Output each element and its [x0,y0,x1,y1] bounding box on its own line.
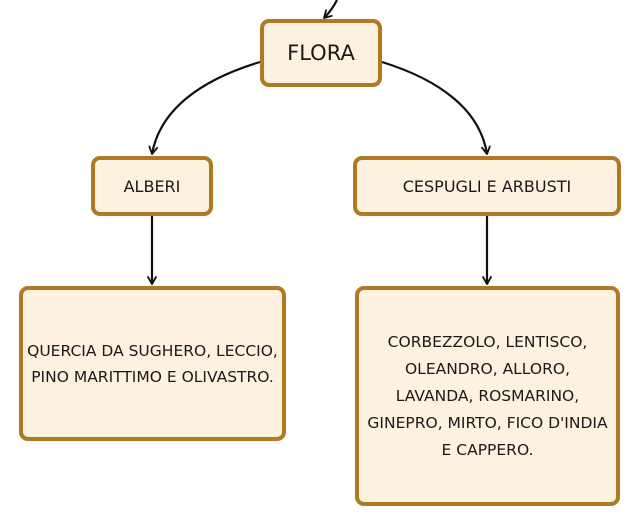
node-alberi-label: ALBERI [123,176,181,196]
node-cespugli-label: CESPUGLI E ARBUSTI [402,176,572,196]
node-flora: FLORA [260,19,382,87]
node-flora-label: FLORA [287,41,355,65]
edge-flora-to-alberi [148,60,261,155]
node-cespugli-species: CORBEZZOLO, LENTISCO, OLEANDRO, ALLORO, … [355,286,620,506]
node-cespugli-e-arbusti: CESPUGLI E ARBUSTI [353,156,621,216]
node-alberi-species-text: QUERCIA DA SUGHERO, LECCIO, PINO MARITTI… [27,341,278,386]
edge-parent-to-flora [323,0,338,19]
node-alberi: ALBERI [91,156,213,216]
node-alberi-species: QUERCIA DA SUGHERO, LECCIO, PINO MARITTI… [19,286,286,441]
edge-flora-to-cespugli [381,60,491,155]
node-cespugli-species-text: CORBEZZOLO, LENTISCO, OLEANDRO, ALLORO, … [367,332,608,459]
